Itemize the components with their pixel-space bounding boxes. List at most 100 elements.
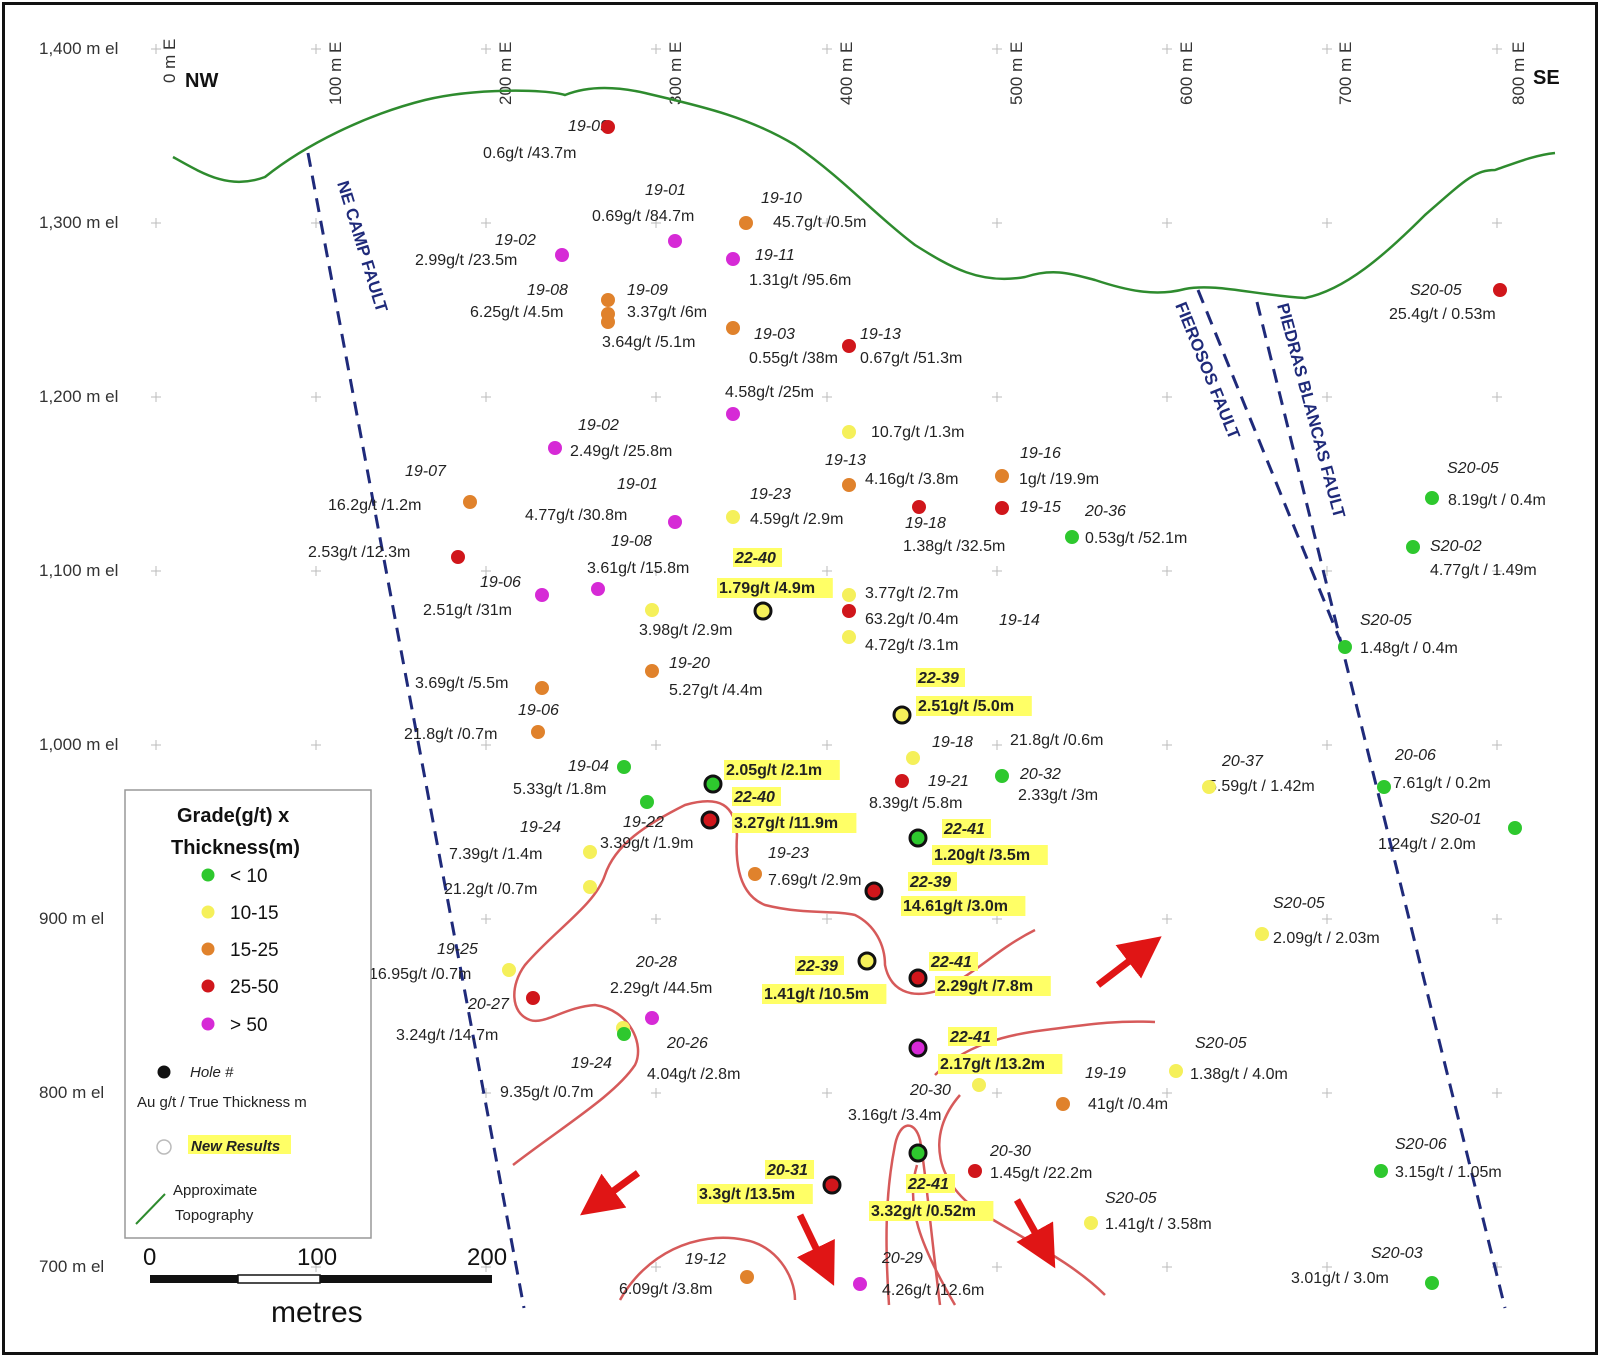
intercept-marker [906, 751, 920, 765]
grid-plus-mark [992, 1262, 1002, 1272]
intercept-marker [535, 681, 549, 695]
hole-id-label: 19-20 [669, 655, 710, 672]
grade-contour-loop-1 [938, 1094, 1106, 1296]
easting-label: 0 m E [160, 39, 179, 83]
hole-id-label: 19-22 [623, 814, 664, 831]
grid-plus-mark [1162, 1088, 1172, 1098]
grade-thickness-label: 3.61g/t /15.8m [587, 560, 689, 577]
legend-label: 25-50 [230, 977, 279, 998]
grade-thickness-label: 3.98g/t /2.9m [639, 622, 732, 639]
drill-intercept: 20-322.33g/t /3m [995, 766, 1098, 804]
intercept-marker [908, 1038, 928, 1058]
arrow-sw [580, 1170, 641, 1216]
drill-intercept: 20-26 4.04g/t /2.8m [616, 1021, 740, 1083]
hole-id-label: S20-05 [1105, 1190, 1157, 1207]
intercept-marker [1169, 1064, 1183, 1078]
topography-line [172, 86, 1556, 300]
grade-thickness-label: 45.7g/t /0.5m [773, 214, 866, 231]
fault-line-piedras-blancas [1255, 301, 1507, 1309]
grade-thickness-label: 2.05g/t /2.1m [726, 762, 822, 779]
intercept-marker [535, 588, 549, 602]
new-result-highlight [938, 1054, 1063, 1074]
intercept-marker [548, 441, 562, 455]
hole-id-label: 19-24 [571, 1055, 612, 1072]
hole-id-label: 19-13 [860, 326, 901, 343]
intercept-marker [502, 963, 516, 977]
drill-intercept: 22-391.41g/t /10.5m [762, 951, 887, 1004]
hole-id-label: 20-26 [666, 1035, 708, 1052]
drill-intercept: 20-303.16g/t /3.4m [848, 1078, 986, 1124]
arrow-ne [1095, 936, 1162, 988]
intercept-marker [1338, 640, 1352, 654]
hole-id-label: 22-40 [734, 550, 776, 567]
intercept-marker [842, 588, 856, 602]
intercept-marker [1425, 491, 1439, 505]
new-result-highlight [795, 956, 844, 975]
new-result-highlight [697, 1184, 813, 1204]
drill-intercept: S20-063.15g/t / 1.05m [1374, 1136, 1502, 1181]
drill-intercept: 22-403.27g/t /11.9m [700, 787, 857, 833]
intercept-marker [1374, 1164, 1388, 1178]
drill-intercept: 22-392.51g/t /5.0m [892, 668, 1032, 725]
hole-id-label: 20-32 [1019, 766, 1061, 783]
drill-intercept: 22-412.29g/t /7.8m [908, 952, 1051, 996]
intercept-marker [526, 991, 540, 1005]
grid-plus-mark [992, 1088, 1002, 1098]
hole-id-label: 19-06 [518, 702, 559, 719]
drill-intercept: 19-030.55g/t /38m [726, 321, 838, 367]
hole-id-label: S20-05 [1195, 1035, 1247, 1052]
hole-id-label: 22-40 [733, 789, 775, 806]
drill-intercept: 20-313.3g/t /13.5m [697, 1160, 842, 1204]
fault-line-ne-camp [306, 152, 526, 1309]
grade-contours [512, 800, 1156, 1306]
grid-plus-mark [1162, 44, 1172, 54]
grade-contour-main [512, 800, 1036, 1166]
drill-intercept: 22-412.17g/t /13.2m [908, 1027, 1063, 1074]
drill-intercept: 22-413.32g/t /0.52m [869, 1143, 994, 1221]
grade-thickness-label: 4.59g/t /2.9m [750, 511, 843, 528]
legend-swatch-yellow [201, 905, 215, 919]
hole-id-label: 20-06 [1394, 747, 1436, 764]
hole-id-label: 19-14 [999, 612, 1040, 629]
intercept-marker [1056, 1097, 1070, 1111]
grade-thickness-label: 16.95g/t /0.7m [369, 966, 471, 983]
drill-intercept: S20-052.09g/t / 2.03m [1255, 895, 1380, 947]
grade-thickness-label: 63.2g/t /0.4m [865, 611, 958, 628]
grade-thickness-label: 3.32g/t /0.52m [871, 1203, 976, 1220]
elevation-label: 1,200 m el [39, 387, 118, 406]
grid-plus-mark [1492, 218, 1502, 228]
hole-id-label: 19-12 [685, 1251, 726, 1268]
grade-thickness-label: 8.39g/t /5.8m [869, 795, 962, 812]
arrow-s-1 [796, 1213, 835, 1286]
grid-plus-mark [651, 566, 661, 576]
fault-label-piedras-blancas: PIEDRAS BLANCAS FAULT [1273, 301, 1349, 521]
intercept-marker [645, 664, 659, 678]
grid-plus-mark [1322, 44, 1332, 54]
grade-thickness-label: 3.69g/t /5.5m [415, 675, 508, 692]
drill-intercept: 3.69g/t /5.5m [415, 675, 549, 695]
new-result-highlight [948, 1027, 997, 1046]
hole-id-label: 22-41 [943, 821, 985, 838]
grid-plus-mark [151, 566, 161, 576]
intercept-marker [748, 867, 762, 881]
grade-thickness-label: 14.61g/t /3.0m [903, 898, 1008, 915]
intercept-marker [995, 501, 1009, 515]
drill-intercept: 19-234.59g/t /2.9m [726, 486, 843, 528]
intercept-marker [601, 315, 615, 329]
drill-intercept: 19-086.25g/t /4.5m [470, 282, 615, 321]
drill-intercept: 3.98g/t /2.9m [639, 603, 732, 639]
grade-thickness-label: 0.53g/t /52.1m [1085, 530, 1187, 547]
grade-thickness-label: 10.7g/t /1.3m [871, 424, 964, 441]
intercept-marker [726, 321, 740, 335]
drill-intercept: S20-051.38g/t / 4.0m [1169, 1035, 1288, 1083]
new-result-highlight [908, 872, 957, 891]
intercept-marker [908, 968, 928, 988]
drill-intercept: 19-144.72g/t /3.1m [842, 612, 1040, 654]
grid-plus-mark [651, 740, 661, 750]
grid-plus-mark [651, 392, 661, 402]
intercept-marker [822, 1175, 842, 1195]
new-result-highlight [906, 1174, 955, 1193]
legend-hole-label: Hole # [190, 1064, 234, 1081]
grade-thickness-label: 4.04g/t /2.8m [647, 1066, 740, 1083]
